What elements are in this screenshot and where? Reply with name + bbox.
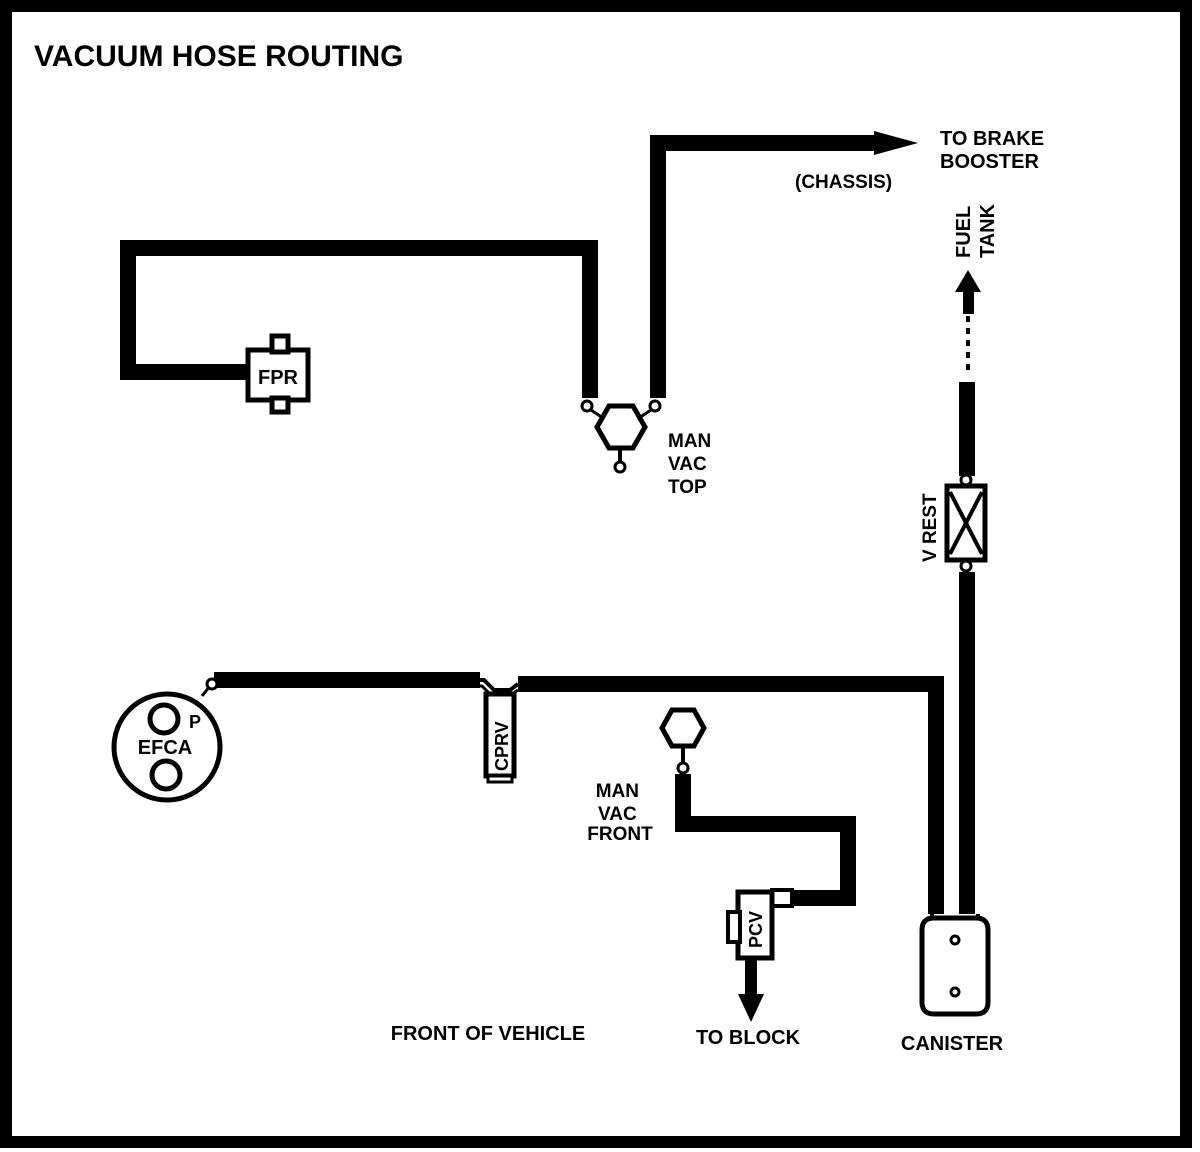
cprv-valve: CPRV bbox=[476, 678, 520, 784]
pcv-label: PCV bbox=[746, 911, 766, 948]
efca-port-label: P bbox=[189, 712, 201, 732]
arrow-to-brake-booster-icon bbox=[874, 131, 918, 155]
fpr-label: FPR bbox=[258, 367, 299, 389]
man-vac-front-fitting bbox=[659, 707, 707, 775]
pcv-valve: PCV bbox=[726, 888, 794, 1022]
fuel-tank-arrow bbox=[955, 270, 981, 376]
efca-port-lower-icon bbox=[149, 758, 183, 792]
hose-cprv-to-canister bbox=[518, 676, 944, 914]
hose-man-vac-front-to-pcv bbox=[675, 774, 856, 906]
front-of-vehicle-label: FRONT OF VEHICLE bbox=[391, 1023, 585, 1045]
hose-man-vac-top-to-brake-booster bbox=[650, 131, 918, 398]
canister-label: CANISTER bbox=[901, 1033, 1004, 1055]
fuel-tank-label: FUEL TANK bbox=[953, 201, 999, 258]
man-vac-front-label: MAN VAC FRONT bbox=[587, 781, 653, 845]
arrow-to-fuel-tank-icon bbox=[955, 270, 981, 292]
hose-fpr-to-man-vac-top bbox=[120, 240, 598, 398]
diagram-title: VACUUM HOSE ROUTING bbox=[34, 40, 403, 73]
hose-fuel-tank-segment bbox=[959, 382, 975, 476]
arrow-to-block-icon bbox=[738, 994, 764, 1022]
efca-port-upper-icon bbox=[147, 702, 181, 736]
brake-booster-label: TO BRAKE BOOSTER bbox=[940, 128, 1050, 173]
efca-label: EFCA bbox=[138, 737, 192, 759]
efca-component: P EFCA bbox=[111, 677, 223, 803]
to-block-label: TO BLOCK bbox=[696, 1027, 801, 1049]
v-rest-valve bbox=[944, 473, 988, 573]
man-vac-front-hex-icon bbox=[659, 707, 707, 749]
man-vac-top-label: MAN VAC TOP bbox=[668, 431, 717, 498]
canister-component bbox=[919, 914, 991, 1017]
cprv-label: CPRV bbox=[492, 721, 512, 771]
man-vac-top-fitting bbox=[580, 399, 662, 474]
fpr-component: FPR bbox=[245, 333, 311, 415]
chassis-label: (CHASSIS) bbox=[795, 172, 892, 193]
man-vac-top-hex-icon bbox=[594, 403, 648, 451]
hose-v-rest-to-canister bbox=[959, 572, 975, 914]
v-rest-label: V REST bbox=[920, 493, 941, 562]
